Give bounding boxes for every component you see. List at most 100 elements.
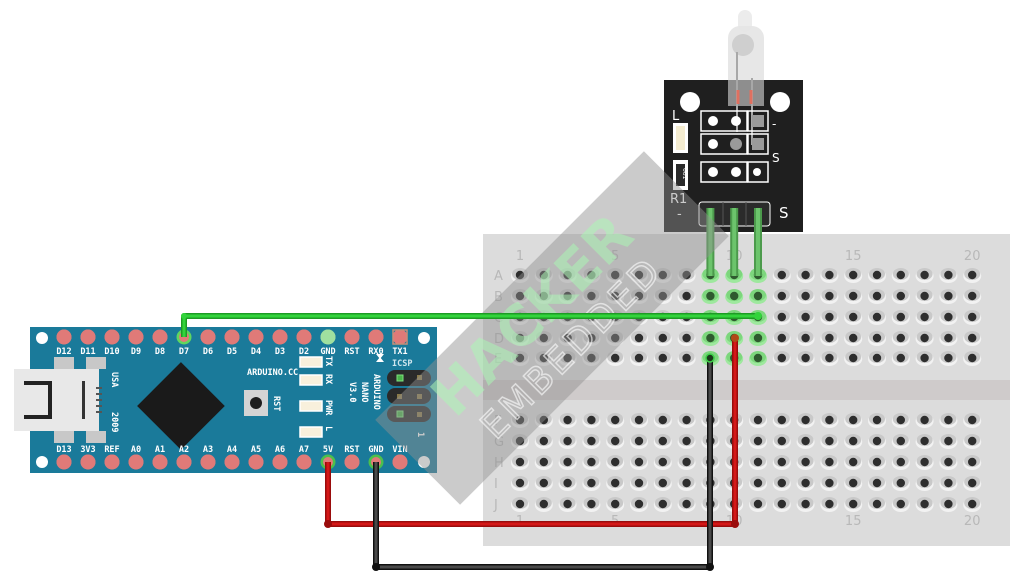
breadboard-hole-A17[interactable] (891, 268, 910, 283)
breadboard-hole-A19[interactable] (939, 268, 958, 283)
breadboard-hole-C15[interactable] (844, 310, 863, 325)
breadboard-hole-B9[interactable] (701, 289, 720, 304)
breadboard-hole-J15[interactable] (844, 497, 863, 512)
breadboard-hole-F17[interactable] (891, 413, 910, 428)
top-pin-d6[interactable]: D6 (200, 329, 216, 358)
breadboard-hole-J3[interactable] (558, 497, 577, 512)
breadboard-hole-F13[interactable] (796, 413, 815, 428)
breadboard-hole-A16[interactable] (868, 268, 886, 283)
breadboard-hole-F6[interactable] (630, 413, 648, 428)
bottom-pin-a5[interactable]: A5 (248, 445, 264, 470)
breadboard-hole-H14[interactable] (820, 455, 839, 470)
breadboard-hole-B7[interactable] (653, 289, 672, 304)
breadboard-hole-B6[interactable] (630, 289, 648, 304)
breadboard-hole-J11[interactable] (749, 497, 767, 512)
breadboard-hole-J20[interactable] (963, 497, 982, 512)
breadboard-hole-F15[interactable] (844, 413, 863, 428)
breadboard-hole-D18[interactable] (915, 331, 934, 346)
breadboard-hole-H12[interactable] (772, 455, 791, 470)
breadboard-hole-E14[interactable] (820, 351, 839, 366)
breadboard-hole-E4[interactable] (582, 351, 601, 366)
breadboard-hole-H15[interactable] (844, 455, 863, 470)
breadboard-hole-G16[interactable] (868, 434, 886, 449)
breadboard-hole-I2[interactable] (534, 476, 553, 491)
breadboard-hole-H2[interactable] (534, 455, 553, 470)
breadboard-hole-E17[interactable] (891, 351, 910, 366)
bottom-pin-ref[interactable]: REF (104, 445, 120, 470)
breadboard-hole-A14[interactable] (820, 268, 839, 283)
breadboard-hole-I12[interactable] (772, 476, 791, 491)
breadboard-hole-D11[interactable] (749, 331, 767, 346)
breadboard-hole-E19[interactable] (939, 351, 958, 366)
breadboard-hole-B15[interactable] (844, 289, 863, 304)
breadboard-hole-H13[interactable] (796, 455, 815, 470)
breadboard-hole-I13[interactable] (796, 476, 815, 491)
breadboard-hole-A3[interactable] (558, 268, 577, 283)
breadboard-hole-E1[interactable] (511, 351, 529, 366)
top-pin-d10[interactable]: D10 (104, 329, 120, 358)
breadboard-hole-E5[interactable] (606, 351, 625, 366)
breadboard-hole-H11[interactable] (749, 455, 767, 470)
breadboard-hole-E20[interactable] (963, 351, 982, 366)
breadboard-hole-I19[interactable] (939, 476, 958, 491)
breadboard-hole-H1[interactable] (511, 455, 529, 470)
breadboard-hole-F18[interactable] (915, 413, 934, 428)
breadboard-hole-H18[interactable] (915, 455, 934, 470)
breadboard-hole-J6[interactable] (630, 497, 648, 512)
breadboard-hole-G7[interactable] (653, 434, 672, 449)
breadboard-hole-D3[interactable] (558, 331, 577, 346)
breadboard-hole-D12[interactable] (772, 331, 791, 346)
breadboard-hole-B3[interactable] (558, 289, 577, 304)
breadboard-hole-D8[interactable] (677, 331, 696, 346)
breadboard-hole-B2[interactable] (534, 289, 553, 304)
bottom-pin-vin[interactable]: VIN (392, 445, 408, 470)
breadboard-hole-G18[interactable] (915, 434, 934, 449)
breadboard-hole-F7[interactable] (653, 413, 672, 428)
breadboard-hole-J18[interactable] (915, 497, 934, 512)
breadboard-hole-G11[interactable] (749, 434, 767, 449)
breadboard-hole-J2[interactable] (534, 497, 553, 512)
breadboard-hole-D19[interactable] (939, 331, 958, 346)
top-pin-gnd[interactable]: GND (320, 329, 336, 358)
breadboard-hole-C13[interactable] (796, 310, 815, 325)
top-pin-d4[interactable]: D4 (248, 329, 264, 358)
breadboard-hole-D2[interactable] (534, 331, 553, 346)
breadboard-hole-C14[interactable] (820, 310, 839, 325)
bottom-pin-d13[interactable]: D13 (56, 445, 72, 470)
breadboard-hole-I6[interactable] (630, 476, 648, 491)
breadboard-hole-H17[interactable] (891, 455, 910, 470)
breadboard-hole-H19[interactable] (939, 455, 958, 470)
breadboard-hole-C19[interactable] (939, 310, 958, 325)
breadboard-hole-E6[interactable] (630, 351, 648, 366)
bottom-pin-a4[interactable]: A4 (224, 445, 240, 470)
breadboard-hole-F19[interactable] (939, 413, 958, 428)
breadboard-hole-E18[interactable] (915, 351, 934, 366)
breadboard-hole-G4[interactable] (582, 434, 601, 449)
breadboard-hole-G12[interactable] (772, 434, 791, 449)
top-pin-rx0[interactable]: RX0 (368, 329, 384, 358)
breadboard-hole-F20[interactable] (963, 413, 982, 428)
breadboard-hole-I5[interactable] (606, 476, 625, 491)
bottom-pin-a3[interactable]: A3 (200, 445, 216, 470)
breadboard-hole-E13[interactable] (796, 351, 815, 366)
breadboard-hole-D4[interactable] (582, 331, 601, 346)
breadboard-hole-E15[interactable] (844, 351, 863, 366)
breadboard-hole-B19[interactable] (939, 289, 958, 304)
breadboard-hole-A8[interactable] (677, 268, 696, 283)
breadboard-hole-A20[interactable] (963, 268, 982, 283)
breadboard-hole-G5[interactable] (606, 434, 625, 449)
breadboard-hole-G1[interactable] (511, 434, 529, 449)
breadboard-hole-D7[interactable] (653, 331, 672, 346)
breadboard-hole-G14[interactable] (820, 434, 839, 449)
breadboard-hole-F14[interactable] (820, 413, 839, 428)
breadboard-hole-I20[interactable] (963, 476, 982, 491)
breadboard-hole-H7[interactable] (653, 455, 672, 470)
breadboard-hole-C18[interactable] (915, 310, 934, 325)
breadboard-hole-A5[interactable] (606, 268, 625, 283)
breadboard-hole-C17[interactable] (891, 310, 910, 325)
breadboard-hole-B12[interactable] (772, 289, 791, 304)
bottom-pin-rst[interactable]: RST (344, 445, 360, 470)
breadboard-hole-H16[interactable] (868, 455, 886, 470)
breadboard-hole-G20[interactable] (963, 434, 982, 449)
breadboard-hole-C20[interactable] (963, 310, 982, 325)
